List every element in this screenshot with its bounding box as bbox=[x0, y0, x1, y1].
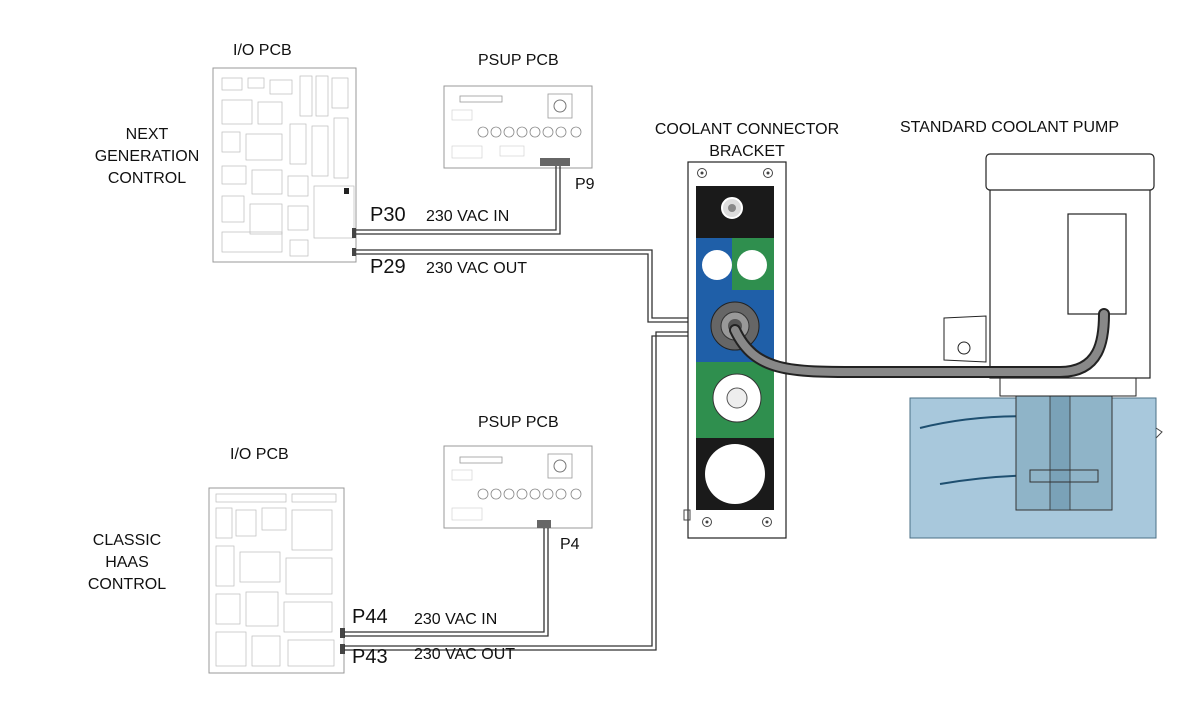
port-p29: P29 bbox=[370, 256, 406, 278]
next-gen-line-2: GENERATION bbox=[94, 148, 200, 165]
next-gen-control-label: NEXT GENERATION CONTROL bbox=[92, 124, 202, 190]
coolant-bracket-line-1: COOLANT CONNECTOR bbox=[654, 121, 840, 138]
standard-coolant-pump bbox=[943, 153, 1155, 511]
port-p30: P30 bbox=[370, 204, 406, 226]
io-pcb-classic bbox=[208, 487, 345, 674]
psup-pcb-next-gen bbox=[443, 85, 593, 169]
psup-pcb-bottom-label: PSUP PCB bbox=[478, 414, 559, 431]
io-pcb-bottom-label: I/O PCB bbox=[230, 446, 289, 463]
coolant-bracket-line-2: BRACKET bbox=[709, 143, 785, 160]
next-gen-line-3: CONTROL bbox=[107, 170, 187, 187]
coolant-connector-bracket bbox=[683, 161, 787, 539]
io-pcb-next-gen bbox=[212, 67, 357, 263]
wires bbox=[344, 166, 688, 651]
standard-pump-label: STANDARD COOLANT PUMP bbox=[900, 119, 1119, 136]
io-pcb-top-label: I/O PCB bbox=[233, 42, 292, 59]
p30-vac-label: 230 VAC IN bbox=[426, 208, 510, 225]
classic-control-label: CLASSIC HAAS CONTROL bbox=[72, 530, 182, 596]
pump-power-cord bbox=[729, 308, 1110, 378]
p43-vac-label: 230 VAC OUT bbox=[414, 646, 516, 663]
p44-vac-label: 230 VAC IN bbox=[414, 611, 498, 628]
port-p9: P9 bbox=[575, 176, 595, 193]
port-p43: P43 bbox=[352, 646, 388, 668]
psup-pcb-top-label: PSUP PCB bbox=[478, 52, 559, 69]
classic-line-1: CLASSIC bbox=[92, 532, 162, 549]
classic-line-2: HAAS bbox=[105, 554, 149, 571]
port-p44: P44 bbox=[352, 606, 388, 628]
classic-line-3: CONTROL bbox=[87, 576, 167, 593]
psup-pcb-classic bbox=[443, 445, 593, 529]
next-gen-line-1: NEXT bbox=[125, 126, 169, 143]
port-p4: P4 bbox=[560, 536, 580, 553]
p29-vac-label: 230 VAC OUT bbox=[426, 260, 528, 277]
coolant-bracket-label: COOLANT CONNECTOR BRACKET bbox=[626, 119, 868, 163]
